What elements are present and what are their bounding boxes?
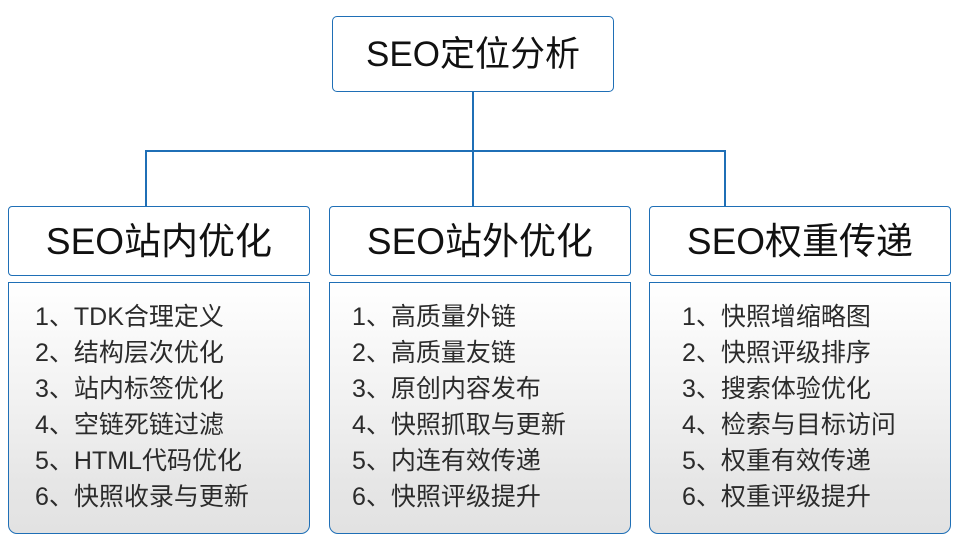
list-item[interactable]: 5、 HTML代码优化 bbox=[35, 441, 309, 477]
list-item-label: HTML代码优化 bbox=[73, 447, 242, 475]
branch-header-3[interactable]: SEO权重传递 bbox=[649, 206, 951, 276]
branch-item-list-2: 1、 高质量外链 2、 高质量友链 3、 原创内容发布 4、 快照抓取与更新 5… bbox=[330, 297, 630, 513]
list-item[interactable]: 3、 搜索体验优化 bbox=[682, 369, 950, 405]
branch-column-1: SEO站内优化 1、 TDK合理定义 2、 结构层次优化 3、 站内标签优化 4… bbox=[8, 206, 310, 534]
list-item-number: 1、 bbox=[352, 303, 391, 331]
list-item-label: 快照抓取与更新 bbox=[390, 411, 566, 439]
list-item-label: 站内标签优化 bbox=[73, 375, 224, 403]
list-item-number: 4、 bbox=[35, 411, 74, 439]
list-item[interactable]: 6、 快照评级提升 bbox=[352, 477, 630, 513]
list-item-label: 检索与目标访问 bbox=[720, 411, 896, 439]
list-item[interactable]: 4、 检索与目标访问 bbox=[682, 405, 950, 441]
branch-header-2[interactable]: SEO站外优化 bbox=[329, 206, 631, 276]
list-item-number: 6、 bbox=[682, 483, 721, 511]
list-item[interactable]: 1、 快照增缩略图 bbox=[682, 297, 950, 333]
list-item[interactable]: 6、 快照收录与更新 bbox=[35, 477, 309, 513]
list-item[interactable]: 5、 权重有效传递 bbox=[682, 441, 950, 477]
list-item-label: 空链死链过滤 bbox=[73, 411, 224, 439]
list-item[interactable]: 2、 结构层次优化 bbox=[35, 333, 309, 369]
branch-column-2: SEO站外优化 1、 高质量外链 2、 高质量友链 3、 原创内容发布 4、 快 bbox=[329, 206, 631, 534]
list-item-number: 1、 bbox=[35, 303, 74, 331]
branch-body-3: 1、 快照增缩略图 2、 快照评级排序 3、 搜索体验优化 4、 检索与目标访问… bbox=[649, 282, 951, 534]
list-item-number: 6、 bbox=[352, 483, 391, 511]
list-item-number: 1、 bbox=[682, 303, 721, 331]
list-item-number: 5、 bbox=[35, 447, 74, 475]
list-item[interactable]: 1、 高质量外链 bbox=[352, 297, 630, 333]
list-item[interactable]: 4、 快照抓取与更新 bbox=[352, 405, 630, 441]
list-item[interactable]: 2、 高质量友链 bbox=[352, 333, 630, 369]
list-item-label: 权重评级提升 bbox=[720, 483, 871, 511]
branch-body-2: 1、 高质量外链 2、 高质量友链 3、 原创内容发布 4、 快照抓取与更新 5… bbox=[329, 282, 631, 534]
list-item-number: 5、 bbox=[352, 447, 391, 475]
list-item[interactable]: 4、 空链死链过滤 bbox=[35, 405, 309, 441]
list-item[interactable]: 6、 权重评级提升 bbox=[682, 477, 950, 513]
list-item-label: 结构层次优化 bbox=[73, 339, 224, 367]
branch-item-list-3: 1、 快照增缩略图 2、 快照评级排序 3、 搜索体验优化 4、 检索与目标访问… bbox=[650, 297, 950, 513]
branch-header-label-2: SEO站外优化 bbox=[366, 220, 594, 262]
list-item-label: TDK合理定义 bbox=[73, 303, 224, 331]
list-item-number: 4、 bbox=[352, 411, 391, 439]
list-item-number: 2、 bbox=[682, 339, 721, 367]
list-item[interactable]: 5、 内连有效传递 bbox=[352, 441, 630, 477]
list-item[interactable]: 3、 站内标签优化 bbox=[35, 369, 309, 405]
list-item-label: 权重有效传递 bbox=[720, 447, 871, 475]
list-item-label: 快照增缩略图 bbox=[720, 303, 871, 331]
list-item-number: 6、 bbox=[35, 483, 74, 511]
list-item[interactable]: 3、 原创内容发布 bbox=[352, 369, 630, 405]
list-item-number: 5、 bbox=[682, 447, 721, 475]
list-item-number: 4、 bbox=[682, 411, 721, 439]
list-item[interactable]: 1、 TDK合理定义 bbox=[35, 297, 309, 333]
list-item-number: 3、 bbox=[35, 375, 74, 403]
list-item-label: 快照收录与更新 bbox=[73, 483, 249, 511]
branch-header-1[interactable]: SEO站内优化 bbox=[8, 206, 310, 276]
list-item-number: 3、 bbox=[682, 375, 721, 403]
branch-header-label-1: SEO站内优化 bbox=[45, 220, 273, 262]
list-item[interactable]: 2、 快照评级排序 bbox=[682, 333, 950, 369]
branch-body-1: 1、 TDK合理定义 2、 结构层次优化 3、 站内标签优化 4、 空链死链过滤… bbox=[8, 282, 310, 534]
root-node[interactable]: SEO定位分析 bbox=[332, 16, 614, 92]
branch-column-3: SEO权重传递 1、 快照增缩略图 2、 快照评级排序 3、 搜索体验优化 4、 bbox=[649, 206, 951, 534]
list-item-label: 原创内容发布 bbox=[390, 375, 541, 403]
list-item-number: 3、 bbox=[352, 375, 391, 403]
root-node-label: SEO定位分析 bbox=[366, 34, 580, 74]
list-item-label: 快照评级提升 bbox=[390, 483, 541, 511]
list-item-number: 2、 bbox=[35, 339, 74, 367]
list-item-label: 搜索体验优化 bbox=[720, 375, 871, 403]
list-item-number: 2、 bbox=[352, 339, 391, 367]
branch-header-label-3: SEO权重传递 bbox=[686, 220, 914, 262]
list-item-label: 高质量外链 bbox=[390, 303, 516, 331]
list-item-label: 内连有效传递 bbox=[390, 447, 541, 475]
branch-item-list-1: 1、 TDK合理定义 2、 结构层次优化 3、 站内标签优化 4、 空链死链过滤… bbox=[9, 297, 309, 513]
list-item-label: 快照评级排序 bbox=[720, 339, 871, 367]
list-item-label: 高质量友链 bbox=[390, 339, 516, 367]
